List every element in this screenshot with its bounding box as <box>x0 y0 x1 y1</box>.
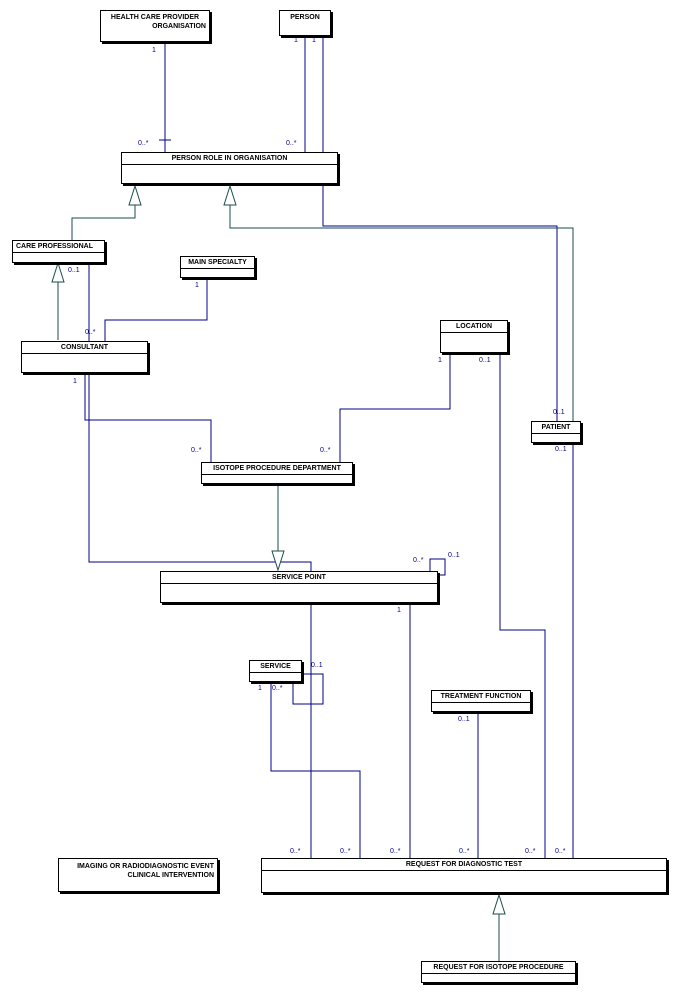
gen-patient-role-arrow <box>223 184 237 206</box>
mult-sp-0n: 0..* <box>413 557 424 564</box>
assoc-location-request <box>499 355 546 858</box>
entity-label: LOCATION <box>441 321 507 333</box>
mult-specialty: 1 <box>195 282 199 289</box>
mult-req-4: 0..* <box>459 848 470 855</box>
mult-sp-1: 1 <box>397 607 401 614</box>
mult-sp-01: 0..1 <box>448 552 460 559</box>
entity-label: SERVICE <box>250 661 301 673</box>
mult-req-3: 0..* <box>390 848 401 855</box>
gen-consultant-cp-arrow <box>51 261 65 283</box>
entity-health-care-provider-organisation[interactable]: HEALTH CARE PROVIDER ORGANISATION <box>100 10 210 42</box>
entity-label: TREATMENT FUNCTION <box>432 691 530 703</box>
mult-tf: 0..1 <box>458 716 470 723</box>
entity-request-for-diagnostic-test[interactable]: REQUEST FOR DIAGNOSTIC TEST <box>261 858 667 893</box>
assoc-servicepoint-self <box>429 558 446 576</box>
entity-consultant[interactable]: CONSULTANT <box>21 341 148 373</box>
entity-person-role-in-organisation[interactable]: PERSON ROLE IN ORGANISATION <box>121 152 338 184</box>
assoc-cp-servicepoint <box>88 263 312 858</box>
assoc-location-dept <box>339 355 451 462</box>
mult-consultant-1: 1 <box>73 378 77 385</box>
mult-req-1: 0..* <box>290 848 301 855</box>
mult-role-person: 0..* <box>286 140 297 147</box>
entity-label: REQUEST FOR ISOTOPE PROCEDURE <box>422 962 575 974</box>
entity-label: PERSON ROLE IN ORGANISATION <box>122 153 337 165</box>
entity-label: MAIN SPECIALTY <box>181 257 254 269</box>
mult-req-5: 0..* <box>525 848 536 855</box>
assoc-consultant-dept <box>84 373 212 462</box>
entity-care-professional[interactable]: CARE PROFESSIONAL <box>12 240 105 263</box>
entity-isotope-procedure-department[interactable]: ISOTOPE PROCEDURE DEPARTMENT <box>201 462 353 484</box>
mult-dept-b: 0..* <box>320 447 331 454</box>
gen-dept-sp-arrow <box>271 550 285 572</box>
entity-request-for-isotope-procedure[interactable]: REQUEST FOR ISOTOPE PROCEDURE <box>421 961 576 983</box>
mult-person-a: 1 <box>294 37 298 44</box>
mult-svc-1: 1 <box>258 685 262 692</box>
entity-service[interactable]: SERVICE <box>249 660 302 682</box>
mult-svc-0n: 0..* <box>272 685 283 692</box>
entity-label: HEALTH CARE PROVIDER ORGANISATION <box>110 14 206 30</box>
assoc-service-request <box>270 682 361 858</box>
entity-label: SERVICE POINT <box>161 572 437 584</box>
mult-person-b: 1 <box>312 37 316 44</box>
entity-label: CONSULTANT <box>22 342 147 354</box>
mult-patient-a: 0..1 <box>553 409 565 416</box>
entity-label: PERSON <box>290 14 320 21</box>
mult-hcpo: 1 <box>152 47 156 54</box>
mult-req-2: 0..* <box>340 848 351 855</box>
entity-service-point[interactable]: SERVICE POINT <box>160 571 438 603</box>
gen-cp-role-line <box>71 205 136 240</box>
imaging-radiodiagnostic-note: IMAGING OR RADIODIAGNOSTIC EVENT CLINICA… <box>58 858 218 892</box>
gen-cp-role-arrow <box>128 184 142 206</box>
entity-location[interactable]: LOCATION <box>440 320 508 353</box>
mult-patient-b: 0..1 <box>555 446 567 453</box>
gen-isoreq-req-arrow <box>492 893 506 915</box>
entity-treatment-function[interactable]: TREATMENT FUNCTION <box>431 690 531 712</box>
assoc-service-self <box>292 673 324 705</box>
entity-patient[interactable]: PATIENT <box>531 421 581 443</box>
entity-label: PATIENT <box>532 422 580 434</box>
mult-dept-a: 0..* <box>191 447 202 454</box>
mult-svc-01: 0..1 <box>311 662 323 669</box>
entity-label: ISOTOPE PROCEDURE DEPARTMENT <box>202 463 352 475</box>
gen-patient-role-line <box>229 205 574 421</box>
mult-location-1: 1 <box>438 357 442 364</box>
mult-role-hcpo: 0..* <box>138 140 149 147</box>
entity-person[interactable]: PERSON <box>279 10 331 36</box>
entity-label: CARE PROFESSIONAL <box>13 241 104 253</box>
mult-req-6: 0..* <box>555 848 566 855</box>
entity-label: REQUEST FOR DIAGNOSTIC TEST <box>262 859 666 871</box>
mult-cp: 0..1 <box>68 267 80 274</box>
entity-main-specialty[interactable]: MAIN SPECIALTY <box>180 256 255 278</box>
mult-consultant-0n: 0..* <box>85 329 96 336</box>
mult-location-01: 0..1 <box>479 357 491 364</box>
assoc-person-patient <box>322 36 558 422</box>
assoc-specialty-consultant <box>104 278 208 341</box>
